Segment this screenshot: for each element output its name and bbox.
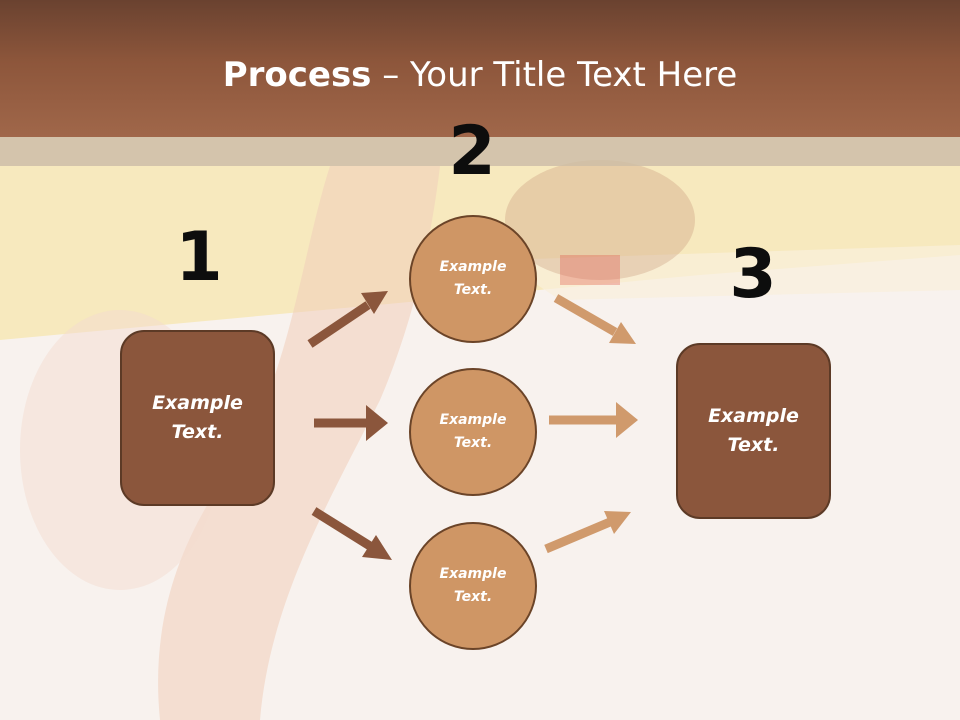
right-process-box[interactable]: Example Text. [676,343,831,519]
left-box-label: Example Text. [152,392,243,443]
arrow-circle-1-to-right [553,294,636,344]
circle-step-1[interactable]: Example Text. [409,215,537,343]
title-bar [0,0,960,137]
circle-label: Example Text. [439,566,507,605]
arrow-left-to-circle-2 [314,405,388,441]
circle-step-2[interactable]: Example Text. [409,368,537,496]
arrow-left-to-circle-1 [307,291,388,348]
left-process-box[interactable]: Example Text. [120,330,275,506]
title-bold: Process [222,55,372,95]
title-bar-strip [0,137,960,166]
step-number-1: 1 [175,218,223,297]
slide-title[interactable]: Process – Your Title Text Here [0,52,960,98]
circle-step-3[interactable]: Example Text. [409,522,537,650]
title-rest: – Your Title Text Here [371,55,738,95]
circle-label: Example Text. [439,259,507,298]
arrow-left-to-circle-3 [311,507,392,560]
arrow-circle-2-to-right [549,402,638,438]
right-box-label: Example Text. [708,405,799,456]
arrow-circle-3-to-right [544,511,631,554]
step-number-3: 3 [729,235,777,314]
step-number-2: 2 [448,112,496,191]
circle-label: Example Text. [439,412,507,451]
